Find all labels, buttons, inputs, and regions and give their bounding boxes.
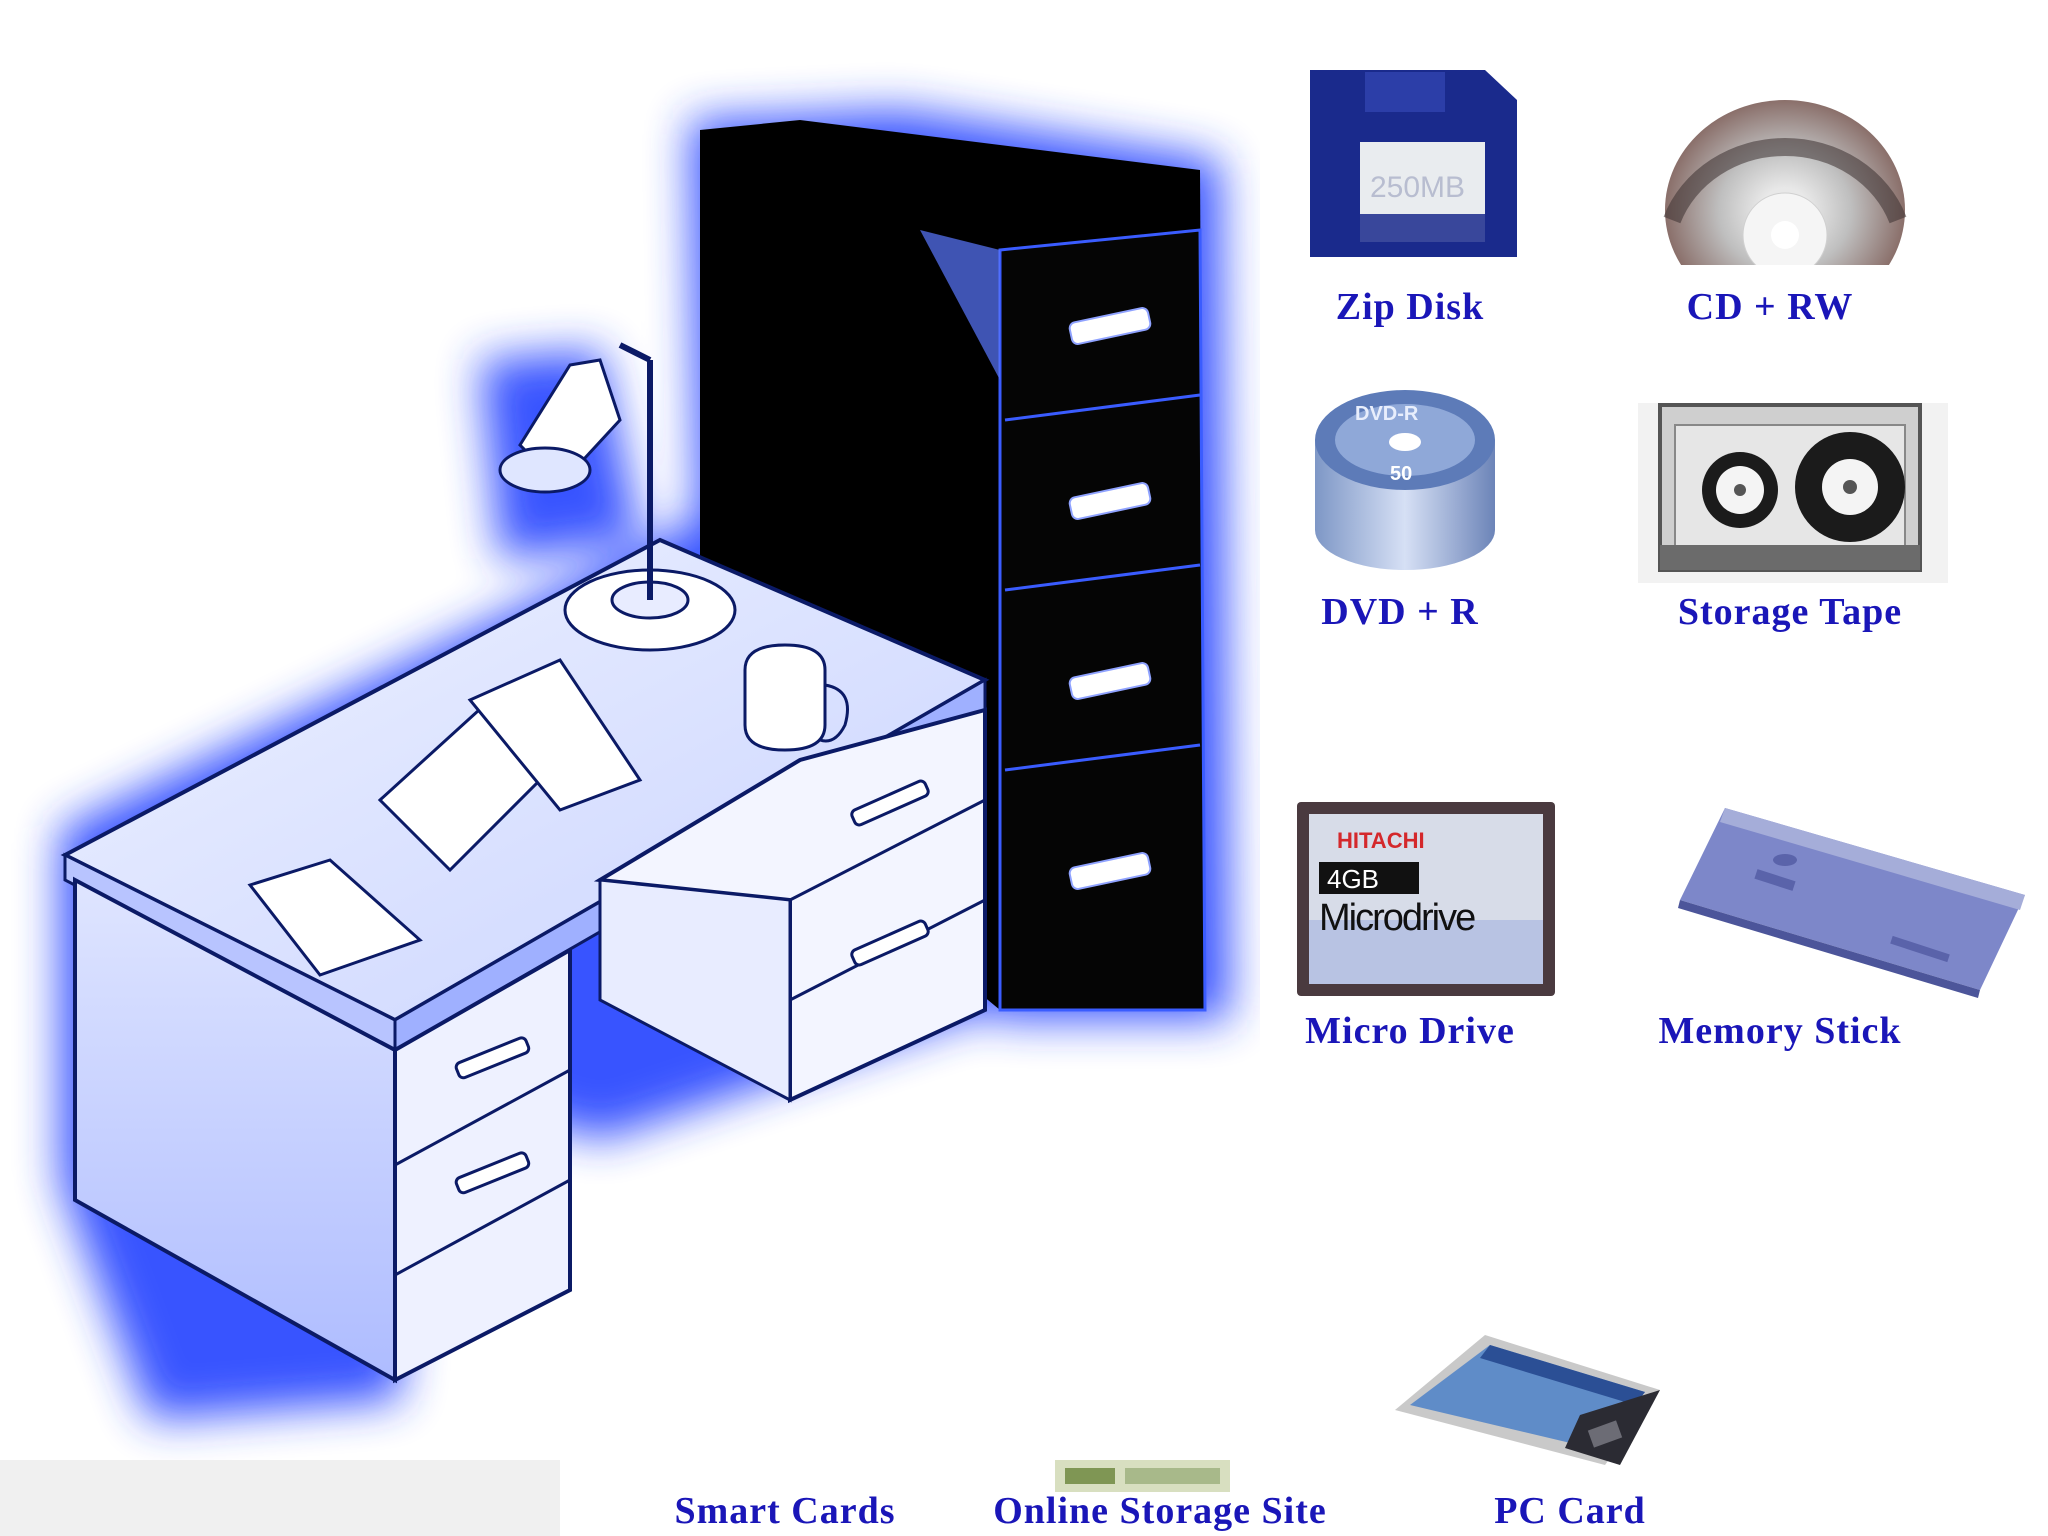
zip-disk-icon: 250MB [1310, 70, 1517, 257]
pc-card-icon [1395, 1335, 1660, 1465]
storage-tape-icon [1638, 403, 1948, 583]
desk-items [247, 342, 849, 977]
microdrive-icon: HITACHI 4GB Microdrive [1297, 802, 1555, 996]
online-storage-banner-icon [1055, 1460, 1230, 1492]
online-storage-site-label[interactable]: Online Storage Site [993, 1490, 1327, 1532]
gray-panel [0, 1460, 560, 1536]
microdrive-name-text: Microdrive [1319, 897, 1475, 939]
smart-cards-label[interactable]: Smart Cards [674, 1490, 896, 1532]
desk [60, 537, 990, 1384]
dvd-count-text: 50 [1390, 463, 1412, 485]
memory-stick-icon [1678, 808, 2025, 998]
memory-stick-label[interactable]: Memory Stick [1658, 1010, 1902, 1052]
zip-disk-capacity-text: 250MB [1370, 171, 1465, 204]
zip-disk-label[interactable]: Zip Disk [1335, 286, 1485, 328]
pc-card-label[interactable]: PC Card [1494, 1490, 1646, 1532]
dvd-spindle-icon: DVD-R 50 [1315, 390, 1495, 570]
microdrive-brand-text: HITACHI [1337, 828, 1425, 853]
office-desk-filing-cabinet-illustration [60, 110, 1230, 1420]
dvd-brand-text: DVD-R [1355, 403, 1419, 425]
cd-rw-icon [1660, 100, 1910, 290]
dvd-r-label[interactable]: DVD + R [1321, 591, 1479, 633]
microdrive-capacity-text: 4GB [1327, 864, 1379, 894]
micro-drive-label[interactable]: Micro Drive [1305, 1010, 1515, 1052]
cd-rw-label[interactable]: CD + RW [1686, 286, 1854, 328]
storage-tape-label[interactable]: Storage Tape [1677, 591, 1903, 633]
